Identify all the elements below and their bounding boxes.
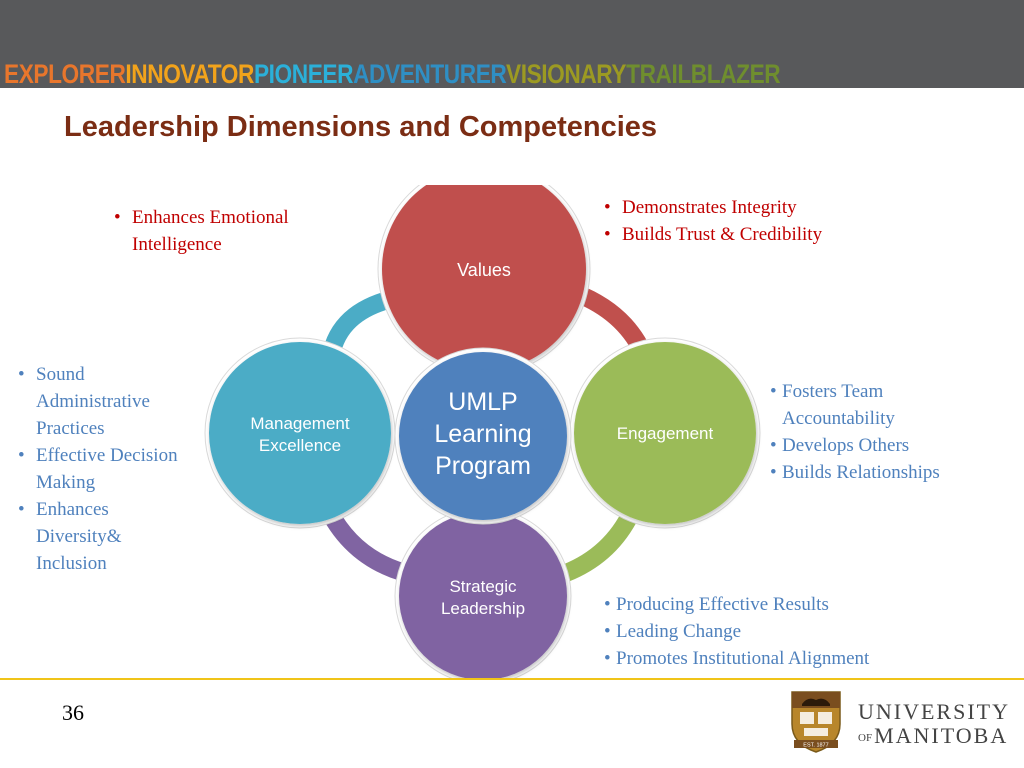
- values-node: Values: [377, 185, 591, 376]
- banner-word-pioneer: PIONEER: [253, 59, 354, 89]
- strategic-node: Strategic Leadership: [394, 507, 572, 680]
- values-bullets: Demonstrates Integrity Builds Trust & Cr…: [602, 194, 822, 248]
- strategic-circle: [399, 512, 567, 680]
- cycle-diagram: Values Management Excellence Engagement …: [204, 185, 761, 680]
- banner-word-visionary: VISIONARY: [505, 59, 627, 89]
- footer-divider: [0, 678, 1024, 680]
- center-node: UMLP Learning Program: [394, 347, 572, 525]
- engagement-label: Engagement: [617, 424, 714, 443]
- banner-word-trailblazer: TRAILBLAZER: [626, 59, 781, 89]
- management-label-2: Excellence: [259, 436, 341, 455]
- banner-word-adventurer: ADVENTURER: [353, 59, 506, 89]
- university-crest-logo: EST. 1877: [791, 691, 841, 753]
- banner-words: EXPLORERINNOVATORPIONEERADVENTURERVISION…: [4, 56, 781, 92]
- bullet-item: Promotes Institutional Alignment: [604, 645, 869, 672]
- university-manitoba: MANITOBA: [874, 723, 1009, 748]
- engagement-circle: [574, 342, 756, 524]
- strategic-bullets: Producing Effective Results Leading Chan…: [604, 591, 869, 672]
- banner-word-explorer: EXPLORER: [4, 59, 126, 89]
- university-wordmark: UNIVERSITY OFMANITOBA: [858, 700, 1010, 750]
- management-node: Management Excellence: [204, 337, 396, 529]
- page-number: 36: [62, 700, 84, 725]
- bullet-item: Demonstrates Integrity: [602, 194, 822, 221]
- university-of: OF: [858, 732, 873, 744]
- banner-word-innovator: INNOVATOR: [125, 59, 254, 89]
- university-line-2: OFMANITOBA: [858, 724, 1010, 750]
- bullet-item: Leading Change: [604, 618, 869, 645]
- strategic-label-2: Leadership: [441, 599, 525, 618]
- bullet-item: Builds Relationships: [770, 459, 940, 486]
- center-label-3: Program: [435, 452, 531, 480]
- strategic-label-1: Strategic: [449, 577, 517, 596]
- center-label-2: Learning: [434, 420, 531, 448]
- center-label-1: UMLP: [448, 388, 517, 416]
- bullet-item: Develops Others: [770, 432, 940, 459]
- logo-year: EST. 1877: [803, 743, 828, 749]
- engagement-node: Engagement: [569, 337, 761, 529]
- slide-title: Leadership Dimensions and Competencies: [64, 111, 658, 143]
- bullet-item: Builds Trust & Credibility: [602, 221, 822, 248]
- header-banner: EXPLORERINNOVATORPIONEERADVENTURERVISION…: [0, 0, 1024, 89]
- management-circle: [209, 342, 391, 524]
- university-line-1: UNIVERSITY: [858, 699, 1010, 724]
- values-label: Values: [457, 260, 511, 280]
- center-circle: [399, 352, 567, 520]
- management-label-1: Management: [250, 414, 350, 433]
- bullet-item: Producing Effective Results: [604, 591, 869, 618]
- values-circle: [382, 185, 586, 371]
